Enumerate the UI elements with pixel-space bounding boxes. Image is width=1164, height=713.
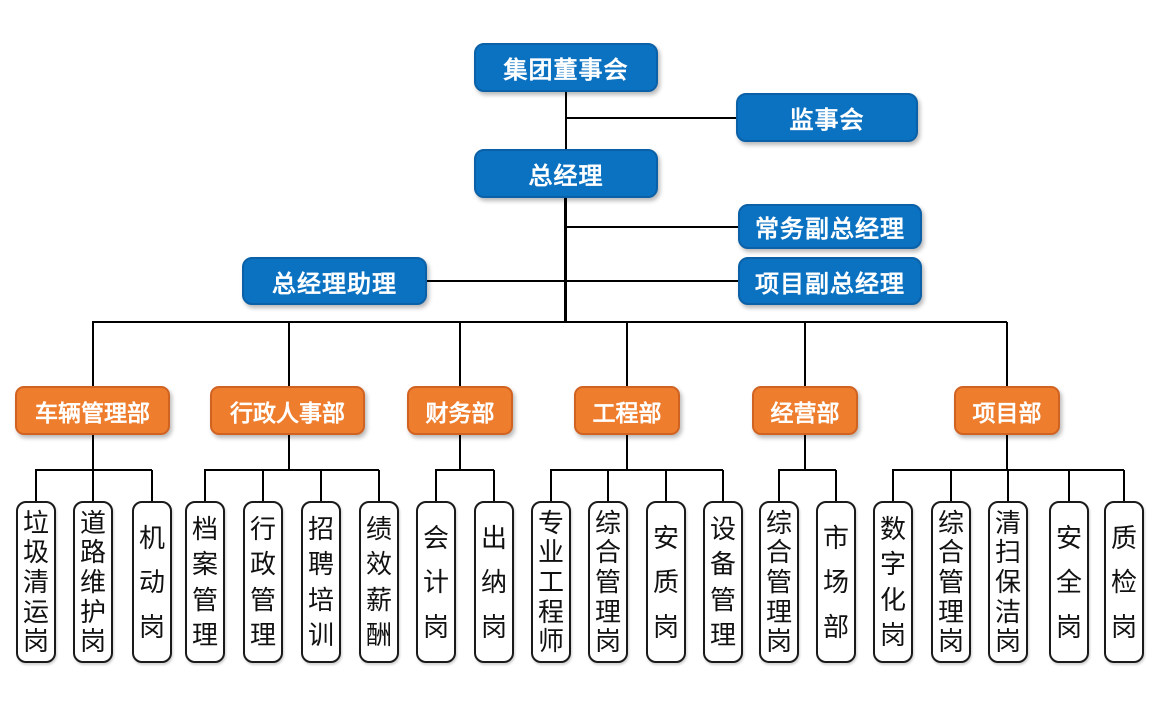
connector-line <box>151 470 153 502</box>
dept-engineering-label: 工程部 <box>592 399 662 426</box>
dept-engineering: 工程部 <box>574 386 680 435</box>
post-general-mgmt-operations: 综合管理岗 <box>759 501 799 663</box>
dept-admin-hr-label: 行政人事部 <box>230 399 345 426</box>
connector-line <box>459 435 461 470</box>
connector-line <box>35 470 37 502</box>
connector-line <box>288 435 290 470</box>
node-supervisory-board-label: 监事会 <box>789 107 865 134</box>
connector-line <box>459 322 461 386</box>
connector-line <box>320 470 322 502</box>
node-project-deputy-gm-label: 项目副总经理 <box>755 270 905 298</box>
connector-line <box>92 322 94 386</box>
connector-line <box>1006 435 1008 470</box>
connector-line <box>626 322 628 386</box>
post-general-mgmt-project: 综合管理岗 <box>931 501 971 663</box>
post-archives-mgmt: 档案管理 <box>185 501 225 663</box>
connector-line <box>607 470 609 502</box>
post-recruitment-training: 招聘培训 <box>301 501 341 663</box>
connector-line <box>378 470 380 502</box>
dept-vehicle-mgmt-label: 车辆管理部 <box>35 399 150 426</box>
post-garbage-collection: 垃圾清运岗 <box>16 501 56 663</box>
connector-line <box>722 470 724 502</box>
dept-finance-label: 财务部 <box>425 399 495 426</box>
connector-line <box>1007 470 1009 502</box>
connector-line <box>564 198 567 322</box>
node-supervisory-board: 监事会 <box>736 93 918 142</box>
post-safety-quality: 安质岗 <box>646 501 686 663</box>
connector-line <box>778 470 780 502</box>
connector-line <box>566 226 738 228</box>
post-market-dept: 市场部 <box>816 501 856 663</box>
connector-line <box>778 469 836 471</box>
connector-line <box>204 470 206 502</box>
node-project-deputy-gm: 项目副总经理 <box>738 257 922 305</box>
connector-line <box>1123 470 1125 502</box>
post-admin-mgmt: 行政管理 <box>243 501 283 663</box>
connector-line <box>565 91 567 151</box>
node-executive-deputy-gm-label: 常务副总经理 <box>755 216 905 243</box>
node-general-manager: 总经理 <box>474 149 658 198</box>
node-gm-assistant-label: 总经理助理 <box>272 270 397 298</box>
post-sweeping-cleaning: 清扫保洁岗 <box>988 501 1028 663</box>
connector-line <box>835 470 837 502</box>
connector-line <box>92 435 94 470</box>
connector-line <box>435 470 437 502</box>
connector-line <box>1006 322 1008 386</box>
post-road-maintenance: 道路维护岗 <box>73 501 113 663</box>
post-mobile-duty: 机动岗 <box>132 501 172 663</box>
dept-project: 项目部 <box>954 386 1060 435</box>
post-cashier: 出纳岗 <box>474 501 514 663</box>
post-safety: 安全岗 <box>1049 501 1089 663</box>
dept-finance: 财务部 <box>407 386 513 435</box>
connector-line <box>626 435 628 470</box>
node-gm-assistant: 总经理助理 <box>242 257 427 305</box>
connector-line <box>204 469 379 471</box>
connector-line <box>804 322 806 386</box>
dept-operations-label: 经营部 <box>770 399 840 426</box>
node-board-label: 集团董事会 <box>503 57 629 84</box>
dept-operations: 经营部 <box>752 386 858 435</box>
dept-vehicle-mgmt: 车辆管理部 <box>15 386 170 435</box>
connector-line <box>550 470 552 502</box>
dept-admin-hr: 行政人事部 <box>210 386 365 435</box>
node-board: 集团董事会 <box>474 43 658 92</box>
connector-line <box>1068 470 1070 502</box>
connector-line <box>665 470 667 502</box>
connector-line <box>950 470 952 502</box>
connector-line <box>804 435 806 470</box>
connector-line <box>892 470 894 502</box>
connector-line <box>92 470 94 502</box>
connector-line <box>288 322 290 386</box>
node-general-manager-label: 总经理 <box>528 163 604 190</box>
post-general-mgmt-engineering: 综合管理岗 <box>588 501 628 663</box>
connector-line <box>427 280 738 282</box>
post-quality-inspection: 质检岗 <box>1104 501 1144 663</box>
post-performance-pay: 绩效薪酬 <box>359 501 399 663</box>
connector-line <box>262 470 264 502</box>
connector-line <box>92 321 1007 323</box>
dept-project-label: 项目部 <box>972 399 1042 426</box>
post-accounting: 会计岗 <box>416 501 456 663</box>
post-equipment-mgmt: 设备管理 <box>703 501 743 663</box>
post-digitalization: 数字化岗 <box>873 501 913 663</box>
connector-line <box>566 117 737 119</box>
connector-line <box>493 470 495 502</box>
node-executive-deputy-gm: 常务副总经理 <box>738 204 922 249</box>
connector-line <box>435 469 494 471</box>
connector-line <box>550 469 723 471</box>
post-professional-engineer: 专业工程师 <box>531 501 571 663</box>
connector-line <box>892 469 1124 471</box>
connector-line <box>35 469 152 471</box>
